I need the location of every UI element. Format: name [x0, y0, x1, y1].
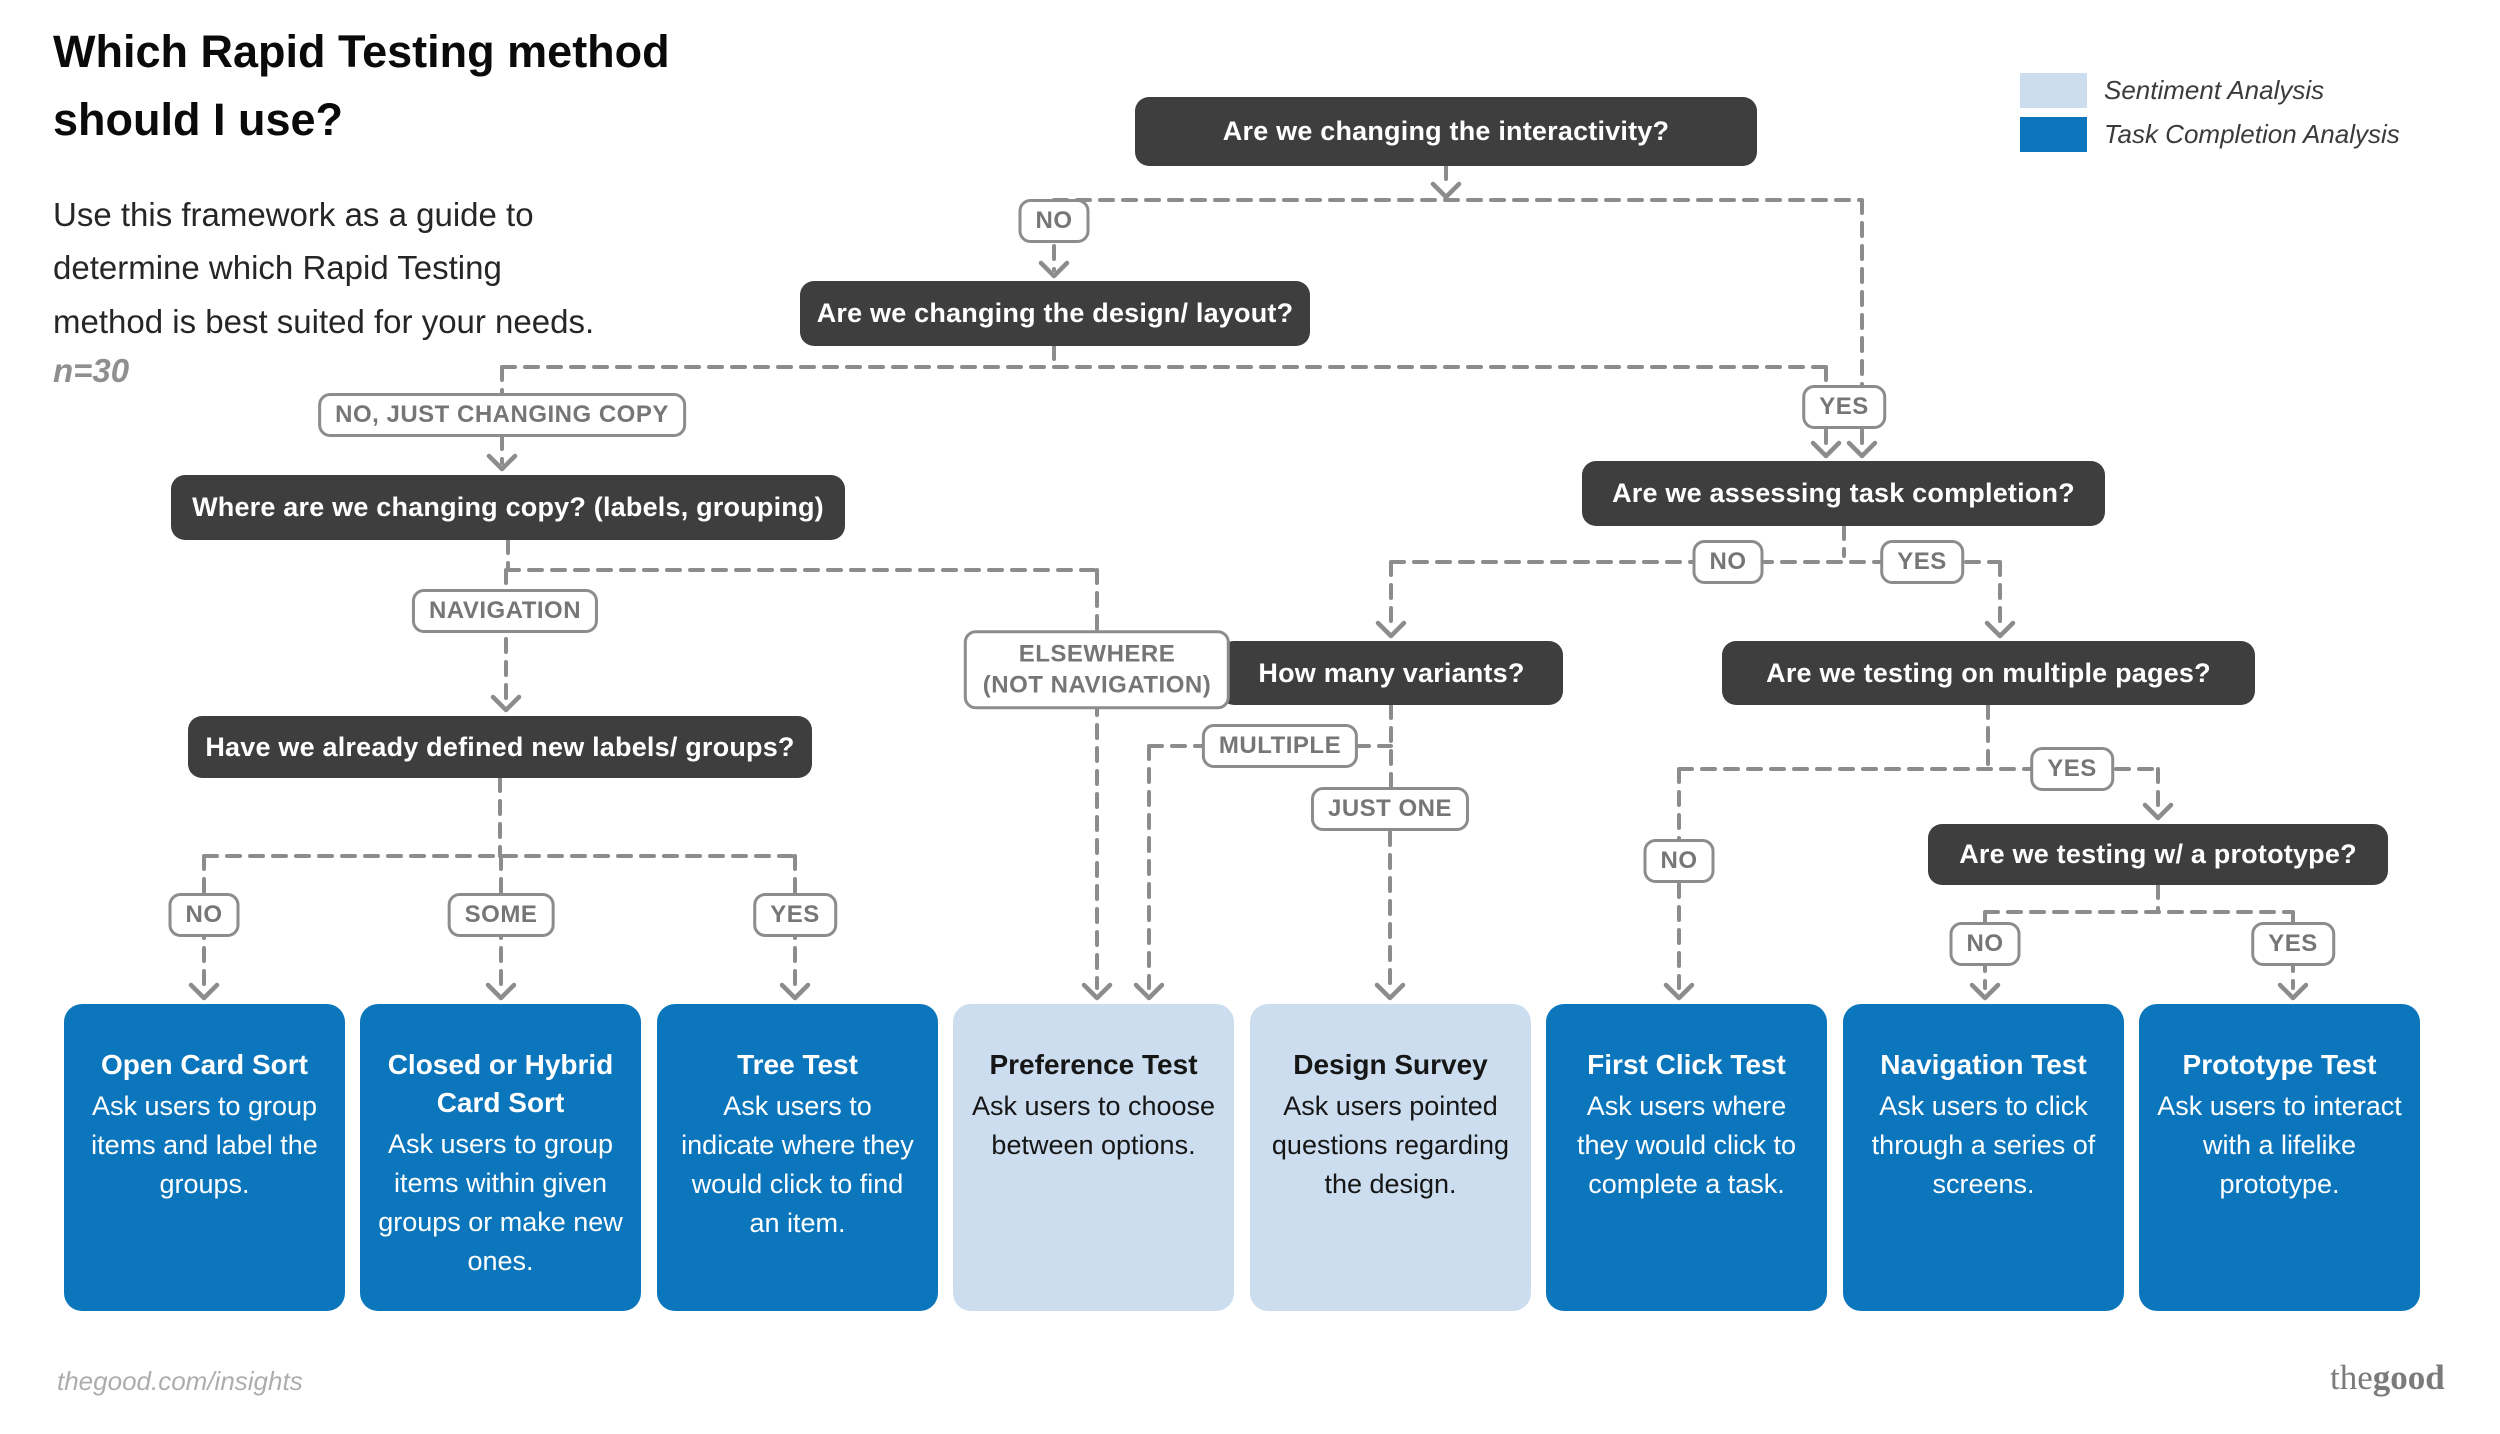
branch-no-task-completion: NO — [1692, 540, 1764, 584]
method-title: Design Survey — [1293, 1049, 1488, 1080]
task-completion-color-swatch — [2020, 117, 2087, 152]
page-title-line2: should I use? — [53, 93, 344, 145]
method-title: Open Card Sort — [101, 1049, 308, 1080]
method-closed-hybrid-card-sort: Closed or Hybrid Card Sort Ask users to … — [360, 1004, 641, 1311]
method-description: Ask users to indicate where they would c… — [681, 1090, 914, 1239]
branch-navigation: NAVIGATION — [411, 589, 599, 633]
page-title-line1: Which Rapid Testing method — [53, 26, 670, 77]
legend: Sentiment Analysis Task Completion Analy… — [2020, 73, 2400, 161]
logo-the: the — [2330, 1358, 2373, 1397]
method-prototype-test: Prototype Test Ask users to interact wit… — [2139, 1004, 2420, 1311]
method-first-click-test: First Click Test Ask users where they wo… — [1546, 1004, 1827, 1311]
sentiment-color-swatch — [2020, 73, 2087, 108]
branch-no-just-changing-copy: NO, JUST CHANGING COPY — [318, 393, 686, 437]
branch-just-one-variant: JUST ONE — [1310, 787, 1470, 831]
question-labels-groups: Have we already defined new labels/ grou… — [188, 716, 812, 778]
question-task-completion: Are we assessing task completion? — [1582, 461, 2105, 526]
footer-site-link: thegood.com/insights — [57, 1366, 303, 1396]
method-tree-test: Tree Test Ask users to indicate where th… — [657, 1004, 938, 1311]
page-title: Which Rapid Testing method should I use? — [53, 18, 670, 153]
legend-label-sentiment: Sentiment Analysis — [2104, 75, 2325, 105]
subtitle-line2: determine which Rapid Testing — [53, 249, 502, 287]
method-description: Ask users to click through a series of s… — [1871, 1090, 2096, 1200]
sample-size-note: n=30 — [53, 352, 130, 389]
branch-no-multiple-pages: NO — [1643, 839, 1715, 883]
question-prototype: Are we testing w/ a prototype? — [1928, 824, 2388, 885]
question-design-layout: Are we changing the design/ layout? — [800, 281, 1310, 346]
method-preference-test: Preference Test Ask users to choose betw… — [953, 1004, 1234, 1311]
branch-yes-multiple-pages: YES — [2030, 747, 2114, 791]
method-description: Ask users where they would click to comp… — [1576, 1090, 1797, 1200]
legend-row-task-completion: Task Completion Analysis — [2020, 117, 2400, 152]
question-multiple-pages: Are we testing on multiple pages? — [1722, 641, 2255, 705]
method-description: Ask users to interact with a lifelike pr… — [2157, 1090, 2402, 1200]
branch-some-labels-defined: SOME — [447, 893, 555, 937]
branch-yes-labels-defined: YES — [753, 893, 837, 937]
the-good-logo: thegood — [2330, 1358, 2445, 1398]
method-title: Tree Test — [737, 1049, 858, 1080]
method-open-card-sort: Open Card Sort Ask users to group items … — [64, 1004, 345, 1311]
subtitle-line1: Use this framework as a guide to — [53, 196, 534, 233]
question-where-copy: Where are we changing copy? (labels, gro… — [171, 475, 845, 540]
method-design-survey: Design Survey Ask users pointed question… — [1250, 1004, 1531, 1311]
question-interactivity: Are we changing the interactivity? — [1135, 97, 1757, 166]
method-title: First Click Test — [1587, 1049, 1786, 1080]
method-title: Closed or Hybrid Card Sort — [387, 1049, 614, 1118]
subtitle-line3: method is best suited for your needs. — [53, 302, 595, 340]
legend-label-task-completion: Task Completion Analysis — [2104, 119, 2400, 149]
legend-row-sentiment: Sentiment Analysis — [2020, 73, 2400, 108]
branch-yes-task-completion: YES — [1880, 540, 1964, 584]
method-description: Ask users to choose between options. — [971, 1090, 1216, 1160]
method-description: Ask users to group items within given gr… — [378, 1128, 623, 1277]
logo-good: good — [2372, 1358, 2445, 1397]
method-description: Ask users to group items and label the g… — [91, 1090, 318, 1200]
method-title: Preference Test — [989, 1049, 1198, 1080]
question-how-many-variants: How many variants? — [1220, 641, 1563, 705]
branch-no-labels-defined: NO — [168, 893, 240, 937]
branch-multiple-variants: MULTIPLE — [1201, 724, 1359, 768]
method-title: Navigation Test — [1880, 1049, 2087, 1080]
arrowheads — [188, 181, 2309, 1001]
branch-no-interactivity: NO — [1018, 199, 1090, 243]
page-subtitle: Use this framework as a guide to determi… — [53, 188, 594, 348]
branch-yes-prototype: YES — [2251, 922, 2335, 966]
method-title: Prototype Test — [2182, 1049, 2377, 1080]
branch-yes-to-task-completion: YES — [1802, 385, 1886, 429]
branch-elsewhere-not-navigation: ELSEWHERE (NOT NAVIGATION) — [963, 630, 1231, 710]
branch-no-prototype: NO — [1949, 922, 2021, 966]
method-navigation-test: Navigation Test Ask users to click throu… — [1843, 1004, 2124, 1311]
method-description: Ask users pointed questions regarding th… — [1271, 1090, 1510, 1200]
branch-elsewhere-line2: (NOT NAVIGATION) — [982, 671, 1212, 698]
branch-elsewhere-line1: ELSEWHERE — [1018, 640, 1176, 668]
